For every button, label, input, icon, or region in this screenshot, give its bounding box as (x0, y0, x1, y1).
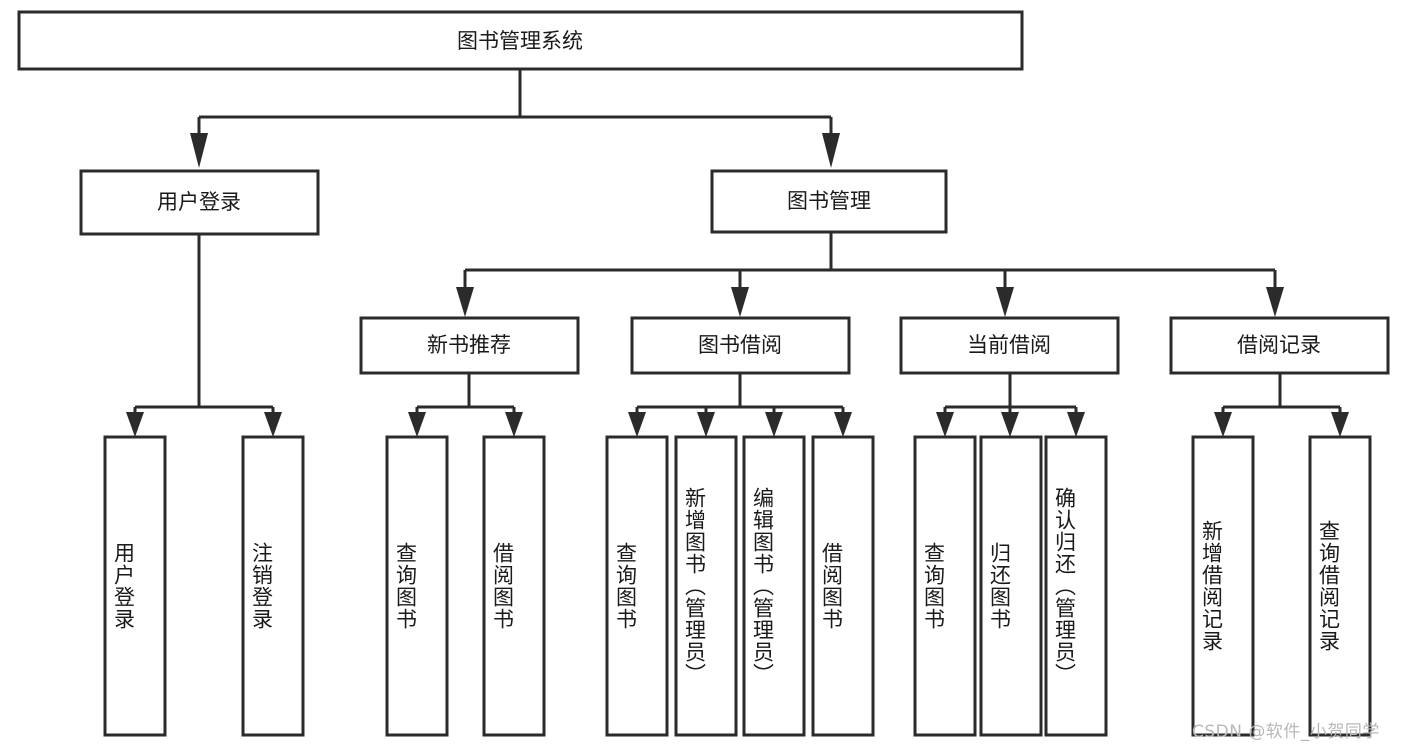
node-new-book-rec[interactable]: 新书推荐 (359, 316, 580, 375)
node-leaf-query-book-2-box[interactable] (605, 435, 669, 737)
node-leaf-edit-book-box[interactable] (742, 435, 806, 737)
arrow-head-leaf-borrow-book-1 (505, 412, 523, 437)
node-leaf-query-record-box[interactable] (1308, 435, 1372, 737)
arrow-head-leaf-user-login (126, 412, 144, 437)
node-leaf-add-book-box[interactable] (674, 435, 738, 737)
leaf-boxes (103, 435, 1372, 737)
arrow-head-leaf-query-book-2 (628, 412, 646, 437)
node-book-borrow-label: 图书借阅 (698, 333, 782, 357)
node-new-book-rec-label: 新书推荐 (427, 333, 511, 357)
connectors-book-manage-to-level2 (456, 232, 1284, 317)
arrow-head-leaf-query-record (1331, 412, 1349, 437)
node-current-borrow-box[interactable] (899, 316, 1120, 375)
node-leaf-borrow-book-1-box[interactable] (482, 435, 546, 737)
arrow-head-leaf-borrow-book-2 (834, 412, 852, 437)
node-new-book-rec-box[interactable] (359, 316, 580, 375)
connectors-borrow-record-to-leaves (1214, 373, 1349, 437)
arrow-head-leaf-query-book-1 (408, 412, 426, 437)
arrow-head-leaf-user-logout (264, 412, 282, 437)
node-root-box[interactable] (17, 10, 1024, 71)
node-book-manage-label: 图书管理 (787, 189, 871, 213)
node-user-login-box[interactable] (79, 169, 320, 236)
node-user-login[interactable]: 用户登录 (79, 169, 320, 236)
arrow-head-new-book-rec (456, 287, 474, 317)
arrow-head-leaf-add-book (697, 412, 715, 437)
arrow-head-to-user-login (190, 133, 208, 168)
node-borrow-record[interactable]: 借阅记录 (1169, 316, 1390, 375)
arrow-head-book-borrow (731, 287, 749, 317)
csdn-watermark: CSDN @软件_小贺同学 (1192, 722, 1380, 742)
connectors-current-borrow-to-leaves (936, 373, 1085, 437)
node-borrow-record-label: 借阅记录 (1237, 333, 1321, 357)
node-current-borrow-label: 当前借阅 (967, 333, 1051, 357)
node-current-borrow[interactable]: 当前借阅 (899, 316, 1120, 375)
node-root[interactable]: 图书管理系统 (17, 10, 1024, 71)
connectors-new-book-rec-to-leaves (408, 373, 523, 437)
arrow-head-current-borrow (996, 287, 1014, 317)
node-borrow-record-box[interactable] (1169, 316, 1390, 375)
connectors-book-borrow-to-leaves (628, 373, 852, 437)
node-book-borrow-box[interactable] (630, 316, 851, 375)
arrow-head-leaf-return-book (1001, 412, 1019, 437)
arrow-head-leaf-edit-book (765, 412, 783, 437)
node-leaf-user-logout-box[interactable] (241, 435, 305, 737)
node-book-manage-box[interactable] (710, 169, 948, 234)
connectors-user-login-to-leaves (126, 234, 282, 437)
node-leaf-return-book-box[interactable] (979, 435, 1043, 737)
node-root-label: 图书管理系统 (457, 29, 583, 53)
node-leaf-query-book-3-box[interactable] (913, 435, 977, 737)
node-book-manage[interactable]: 图书管理 (710, 169, 948, 234)
arrow-head-borrow-record (1266, 287, 1284, 317)
node-leaf-user-login-box[interactable] (103, 435, 167, 737)
arrow-head-leaf-query-book-3 (936, 412, 954, 437)
node-leaf-confirm-return-box[interactable] (1044, 435, 1108, 737)
node-user-login-label: 用户登录 (157, 190, 241, 214)
node-book-borrow[interactable]: 图书借阅 (630, 316, 851, 375)
arrow-head-to-book-manage (822, 133, 840, 168)
arrow-head-leaf-confirm-return (1067, 412, 1085, 437)
connectors-root-to-level1 (190, 69, 840, 168)
node-leaf-add-record-box[interactable] (1191, 435, 1255, 737)
node-leaf-query-book-1-box[interactable] (385, 435, 449, 737)
node-leaf-borrow-book-2-box[interactable] (811, 435, 875, 737)
arrow-head-leaf-add-record (1214, 412, 1232, 437)
